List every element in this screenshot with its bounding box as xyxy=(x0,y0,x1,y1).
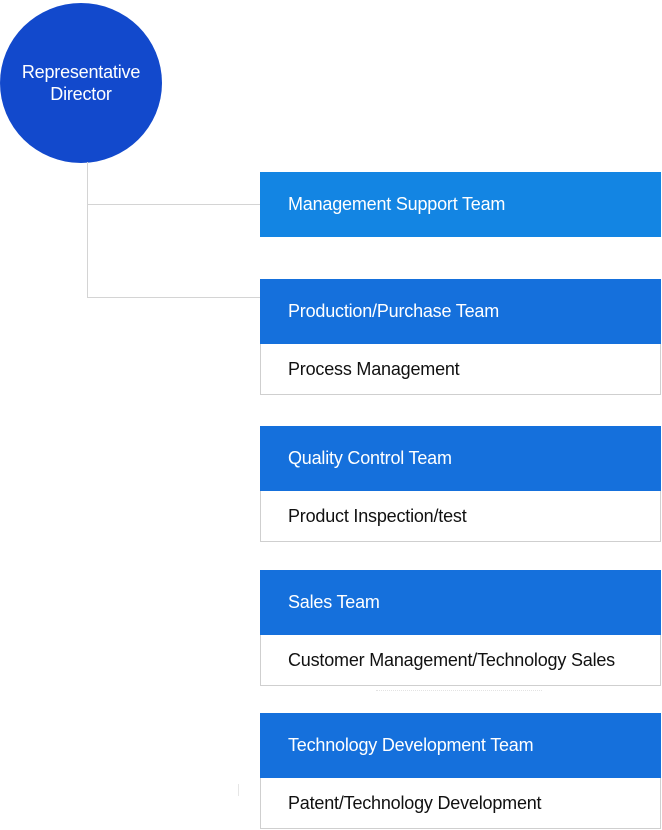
team-header: Quality Control Team xyxy=(260,426,661,491)
team-function: Customer Management/Technology Sales xyxy=(260,635,661,686)
team-function: Patent/Technology Development xyxy=(260,778,661,829)
connector-management-support xyxy=(87,204,260,205)
team-name: Management Support Team xyxy=(288,194,506,214)
team-technology-development: Technology Development Team Patent/Techn… xyxy=(260,713,661,829)
director-title-line1: Representative xyxy=(21,62,141,82)
team-function: Product Inspection/test xyxy=(260,491,661,542)
decorative-divider xyxy=(376,690,542,692)
team-name: Technology Development Team xyxy=(288,735,534,755)
connector-production-purchase xyxy=(87,297,260,298)
team-management-support: Management Support Team xyxy=(260,172,661,237)
director-title-line2: Director xyxy=(50,84,112,104)
team-name: Quality Control Team xyxy=(288,448,452,468)
team-header: Production/Purchase Team xyxy=(260,279,661,344)
team-function-label: Process Management xyxy=(288,358,460,379)
team-sales: Sales Team Customer Management/Technolog… xyxy=(260,570,661,686)
team-name: Sales Team xyxy=(288,592,380,612)
connector-vertical xyxy=(87,162,88,298)
team-function-label: Product Inspection/test xyxy=(288,505,467,526)
team-function-label: Patent/Technology Development xyxy=(288,792,542,813)
team-function: Process Management xyxy=(260,344,661,395)
decorative-tick xyxy=(238,784,239,796)
team-quality-control: Quality Control Team Product Inspection/… xyxy=(260,426,661,542)
team-header: Sales Team xyxy=(260,570,661,635)
team-header: Management Support Team xyxy=(260,172,661,237)
team-header: Technology Development Team xyxy=(260,713,661,778)
team-name: Production/Purchase Team xyxy=(288,301,499,321)
team-production-purchase: Production/Purchase Team Process Managem… xyxy=(260,279,661,395)
representative-director-node: Representative Director xyxy=(0,3,162,163)
team-function-label: Customer Management/Technology Sales xyxy=(288,649,615,670)
